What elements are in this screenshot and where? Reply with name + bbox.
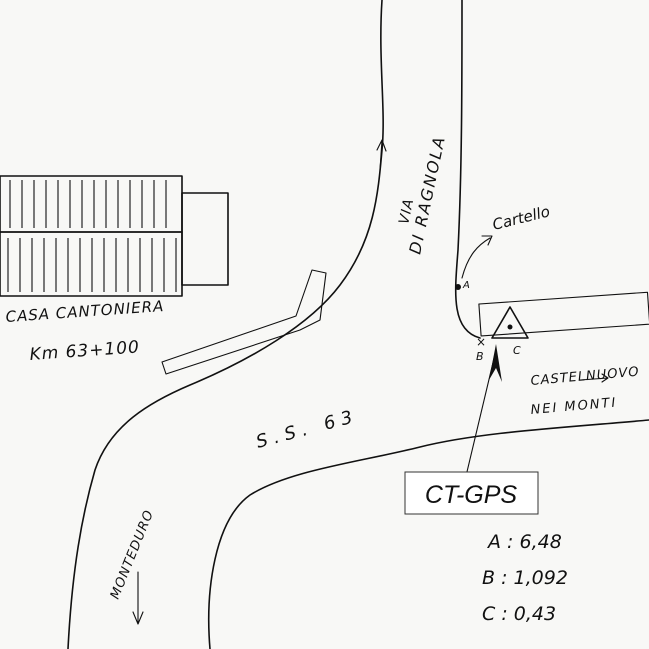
measurement-row: A : 6,48: [486, 531, 562, 553]
measurement-row: B : 1,092: [482, 567, 568, 589]
casa-cantoniera-building: [0, 175, 229, 297]
measurement-label: B: [482, 567, 495, 589]
sign-label: Cartello: [491, 202, 552, 234]
destination-east-line2: NEI MONTI: [530, 395, 618, 418]
point-a-marker: [455, 284, 461, 290]
destination-west-label: MONTEDURO: [108, 508, 158, 602]
wall-west-hatched: [161, 269, 327, 375]
point-b-cross: ×: [476, 335, 486, 349]
measurement-separator: :: [501, 531, 519, 553]
building-name-label: CASA CANTONIERA: [5, 297, 165, 326]
point-b-label: B: [476, 350, 484, 363]
destination-east-arrow: [579, 373, 609, 383]
measurement-row: C : 0,43: [482, 603, 556, 625]
side-road-direction-arrow: [376, 139, 387, 171]
roof-lines: [7, 180, 177, 292]
measurements-list: A : 6,48 B : 1,092 C : 0,43: [482, 531, 568, 625]
station-leader-arrowhead: [489, 344, 502, 382]
km-marker-label: Km 63+100: [29, 337, 141, 365]
wall-east-hatched: [478, 291, 649, 337]
destination-east-line1: CASTELNUOVO: [530, 365, 640, 389]
point-c-label: C: [513, 344, 521, 357]
station-label-box: [404, 471, 539, 515]
measurement-label: C: [482, 603, 496, 625]
main-road-south-edge: [208, 419, 649, 649]
sign-leader-arrow: [461, 235, 493, 279]
measurement-value: 0,43: [514, 603, 556, 625]
measurement-separator: :: [495, 567, 513, 589]
side-road-east-edge: [454, 0, 481, 339]
measurement-value: 6,48: [519, 531, 561, 553]
measurement-separator: :: [495, 603, 513, 625]
road-edges: [67, 0, 649, 649]
side-road-label-line1: VIA: [396, 197, 417, 226]
side-road-west-edge: [67, 0, 384, 649]
side-road-label-line2: DI RAGNOLA: [405, 134, 449, 256]
main-road-label: S.S. 63: [254, 405, 361, 452]
measurement-label: A: [486, 531, 501, 553]
point-a-label: A: [462, 280, 470, 291]
destination-west-arrow: [132, 571, 144, 625]
gps-station-triangle: [491, 306, 529, 339]
measurement-value: 1,092: [514, 567, 568, 589]
station-label: CT-GPS: [425, 481, 517, 509]
